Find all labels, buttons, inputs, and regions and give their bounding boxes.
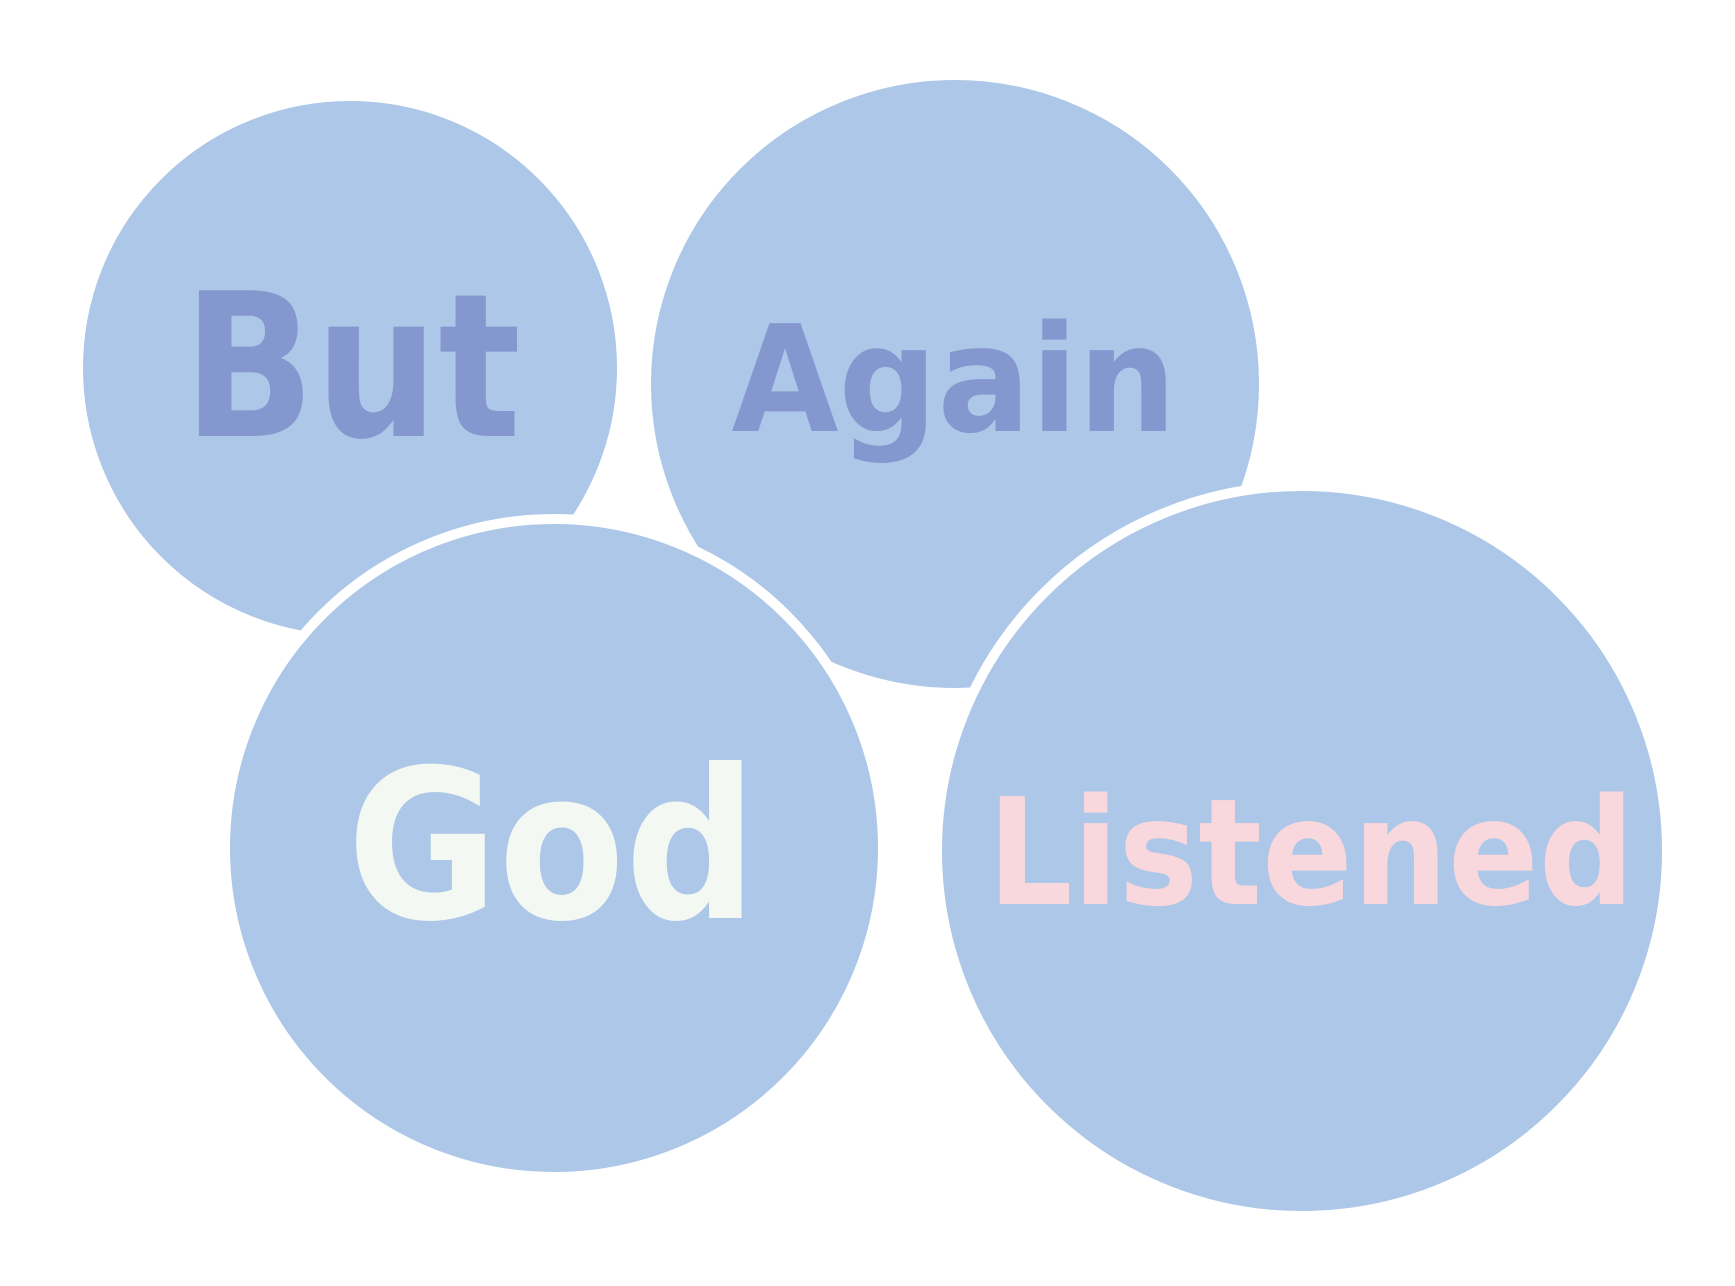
word-god: God <box>347 726 757 968</box>
word-but: But <box>183 251 521 484</box>
word-again: Again <box>732 294 1177 466</box>
word-listened: Listened <box>988 767 1635 939</box>
bubble-god <box>220 514 888 1182</box>
bubble-listened <box>932 481 1672 1221</box>
